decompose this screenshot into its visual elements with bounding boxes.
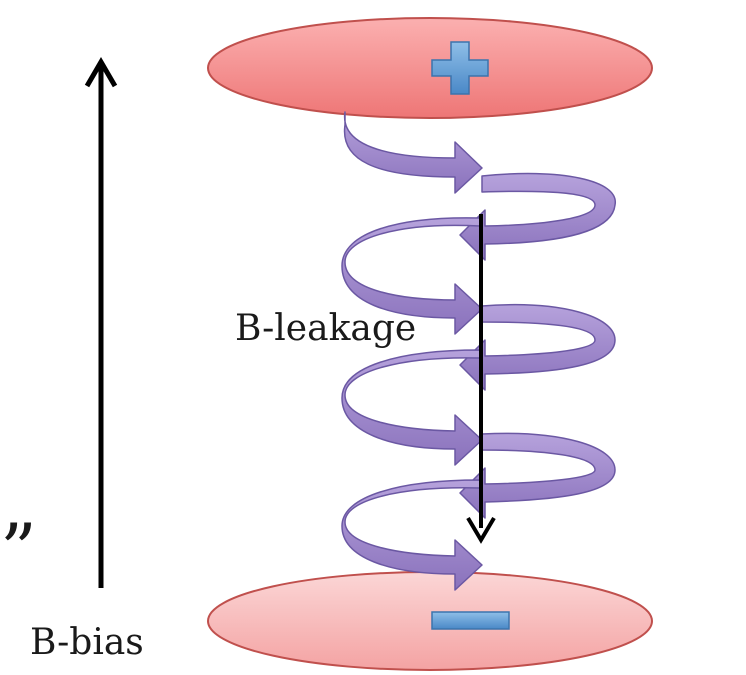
b-bias-label: B-bias (30, 622, 144, 663)
quote-mark: ” (0, 508, 37, 592)
plus-sign-icon (431, 41, 489, 95)
helix-loop-1 (343, 111, 483, 194)
b-leakage-label: B-leakage (235, 308, 416, 349)
b-leakage-arrow (466, 214, 496, 544)
helix-loop-6 (459, 432, 616, 519)
helix-loop-5 (341, 349, 483, 466)
bottom-plate (207, 571, 653, 671)
helix-loop-7 (341, 479, 483, 591)
helix-coil (341, 111, 616, 591)
b-bias-arrow (84, 57, 118, 588)
helix-loop-4 (459, 303, 616, 391)
helix-loop-2 (459, 172, 616, 261)
top-plate (207, 17, 653, 119)
helix-loop-3 (341, 217, 483, 335)
minus-sign-icon (431, 611, 510, 630)
